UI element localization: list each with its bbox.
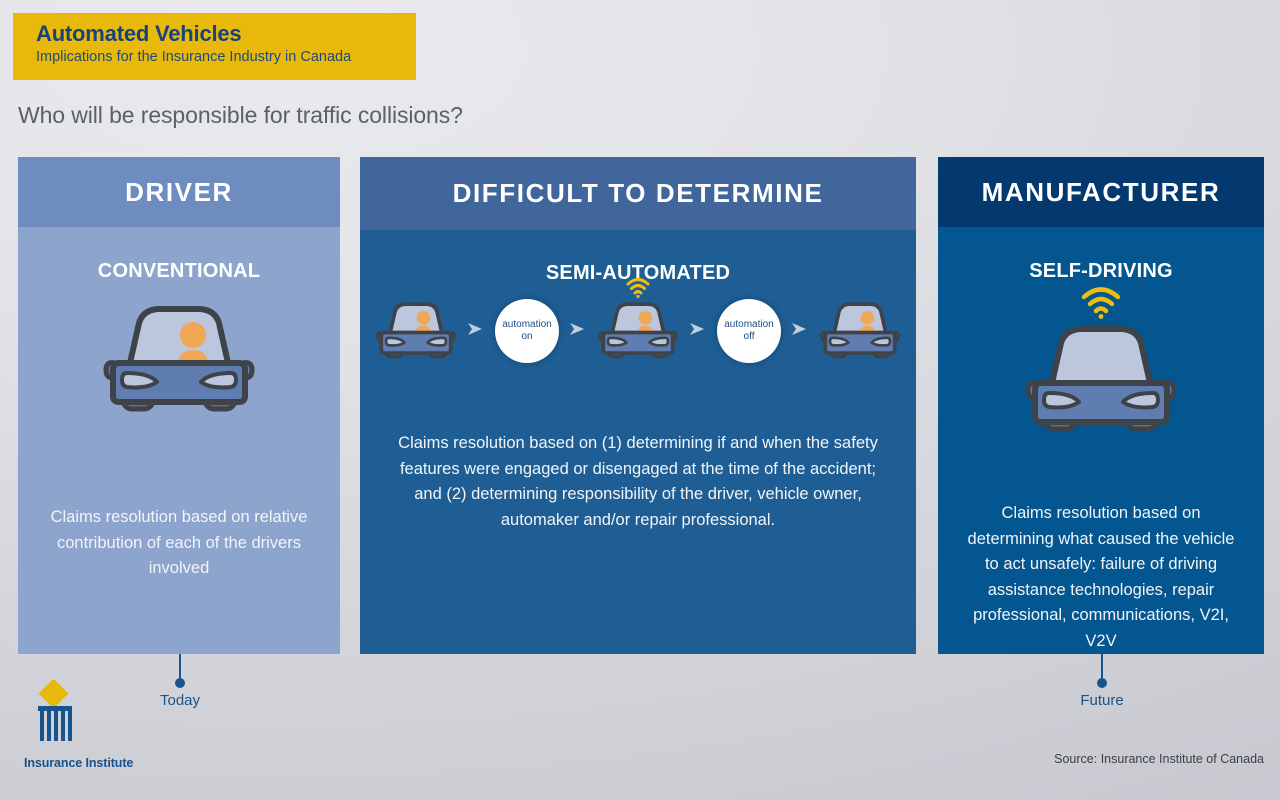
wifi-signal-icon [1079,285,1123,324]
chevron-right-icon [790,321,810,342]
chevron-right-icon [466,321,486,342]
panel-manufacturer-body: SELF-DRIVING Claims reso [938,227,1264,654]
automation-sequence: automation on [360,278,916,363]
panel-difficult-to-determine: DIFFICULT TO DETERMINE SEMI-AUTOMATED [360,157,916,654]
chevron-right-icon [688,321,708,342]
marker-stem [1101,654,1103,678]
panel-driver-header: DRIVER [18,157,340,227]
panel-driver-description: Claims resolution based on relative cont… [50,508,308,578]
sequence-car-1 [375,300,457,362]
badge-automation-off-line2: off [743,331,755,342]
panel-driver-vehicle-type: CONVENTIONAL [97,260,261,282]
sequence-car-3 [819,300,901,362]
timeline-marker-future: Future [1074,654,1130,709]
page-title: Automated Vehicles [36,21,242,46]
badge-automation-on-line2: on [521,331,533,342]
title-banner: Automated Vehicles Implications for the … [13,13,416,80]
source-attribution: Source: Insurance Institute of Canada [1054,752,1264,766]
panel-manufacturer-vehicle-type: SELF-DRIVING [1029,260,1173,282]
marker-stem [179,654,181,678]
conventional-car-icon [103,301,255,419]
marker-dot [1097,678,1107,688]
panel-middle-body: SEMI-AUTOMATED [360,230,916,654]
self-driving-car-icon [1025,287,1177,439]
timeline-marker-today: Today [152,654,208,709]
badge-automation-on: automation on [495,299,559,363]
panel-driver: DRIVER CONVENTIONAL C [18,157,340,654]
insurance-institute-logo: Insurance Institute [24,678,146,770]
panel-middle-header: DIFFICULT TO DETERMINE [360,157,916,230]
timeline-today-label: Today [159,692,201,709]
panel-middle-description: Claims resolution based on (1) determini… [398,434,878,529]
badge-automation-off-line1: automation [724,318,774,330]
badge-automation-on-line1: automation [502,318,552,330]
wifi-signal-icon [625,276,651,303]
panel-middle-vehicle-type: SEMI-AUTOMATED [545,262,731,284]
marker-dot [175,678,185,688]
logo-wordmark: Insurance Institute [24,756,134,770]
sequence-car-2-automated [597,278,679,362]
chevron-right-icon [568,321,588,342]
section-question: Who will be responsible for traffic coll… [18,102,463,128]
panel-manufacturer-description: Claims resolution based on determining w… [967,504,1235,650]
timeline-future-label: Future [1080,692,1124,709]
panel-manufacturer: MANUFACTURER SELF-DRIVING [938,157,1264,654]
page-subtitle: Implications for the Insurance Industry … [36,49,352,66]
logo-mark-icon [38,678,72,741]
panel-manufacturer-header: MANUFACTURER [938,157,1264,227]
badge-automation-off: automation off [717,299,781,363]
panel-driver-body: CONVENTIONAL Claims resoluti [18,227,340,654]
